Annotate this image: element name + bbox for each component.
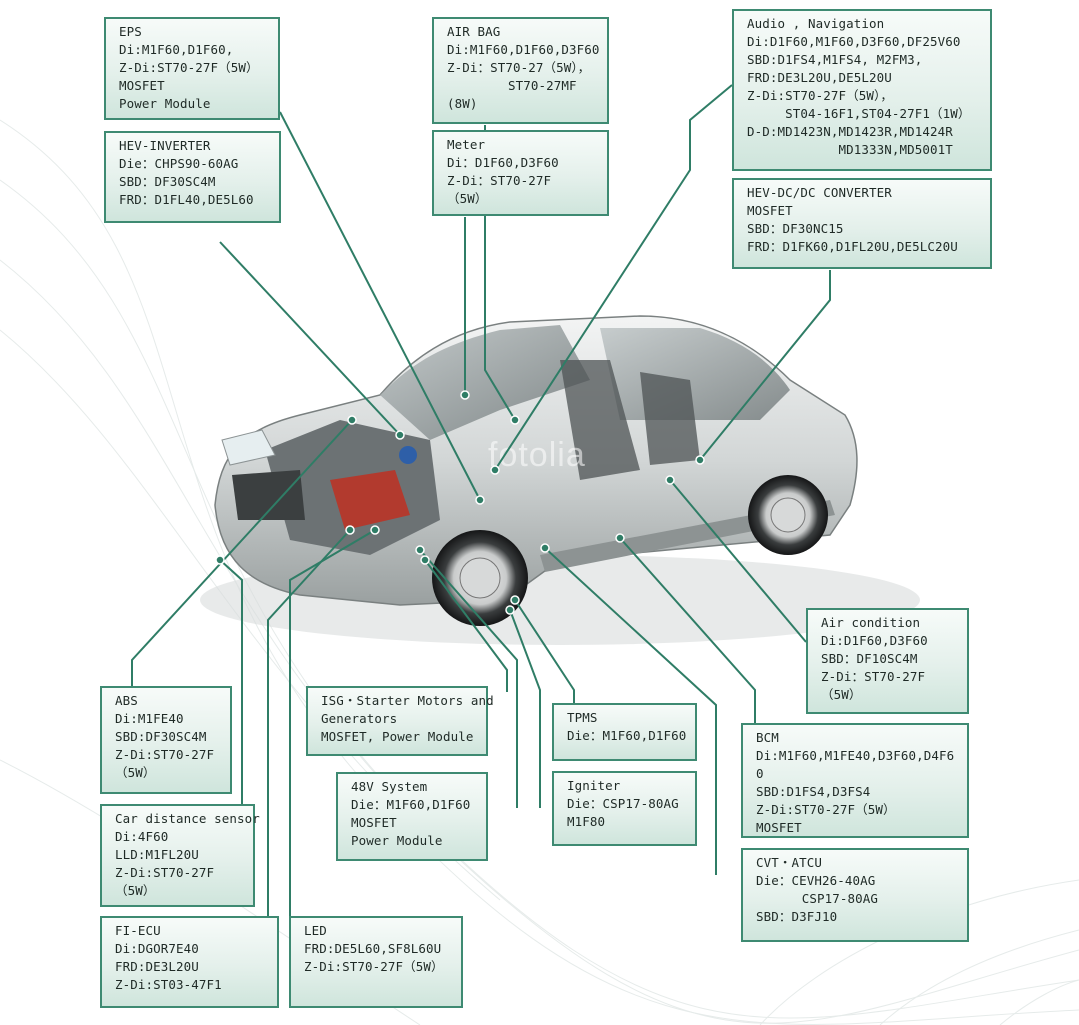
label-line: MOSFET — [756, 820, 802, 835]
label-line: HEV-INVERTER — [119, 138, 211, 153]
label-line: Z-Di:ST70-27F（5W） — [756, 802, 896, 817]
label-line: Di:M1FE40 — [115, 711, 184, 726]
label-line: Die：M1F60,D1F60 — [567, 728, 687, 743]
side-windows — [600, 328, 790, 420]
label-line: Z-Di：ST70-27（5W）， — [447, 60, 591, 75]
label-line: SBD:D1FS4,D3FS4 — [756, 784, 871, 799]
label-line: FRD：D1FK60,D1FL20U,DE5LC20U — [747, 239, 958, 254]
label-line: (8W) — [447, 96, 478, 111]
label-line: Die：CEVH26-40AG — [756, 873, 876, 888]
label-line: Di:M1F60,D1F60,D3F60 — [447, 42, 600, 57]
label-line: 48V System — [351, 779, 428, 794]
label-line: EPS — [119, 24, 142, 39]
label-line: Di:M1F60,D1F60, — [119, 42, 234, 57]
label-line: （5W） — [115, 765, 156, 780]
label-line: BCM — [756, 730, 779, 745]
label-line: ABS — [115, 693, 138, 708]
label-line: Power Module — [119, 96, 211, 111]
label-cvt-atcu: CVT・ATCU Die：CEVH26-40AG CSP17-80AG SBD：D3… — [741, 848, 969, 942]
label-line: Meter — [447, 137, 486, 152]
label-line: Di：D1F60,D3F60 — [447, 155, 559, 170]
label-line: Air condition — [821, 615, 921, 630]
label-line: Generators — [321, 711, 398, 726]
label-line: 0 — [756, 766, 764, 781]
label-line: LLD:M1FL20U — [115, 847, 199, 862]
label-line: Z-Di：ST70-27F — [821, 669, 926, 684]
watermark-text: fotolia — [488, 436, 586, 474]
label-line: HEV-DC/DC CONVERTER — [747, 185, 892, 200]
label-line: Power Module — [351, 833, 443, 848]
label-line: Di:4F60 — [115, 829, 169, 844]
label-line: FRD:DE5L60,SF8L60U — [304, 941, 442, 956]
label-line: MD1333N,MD5001T — [747, 142, 953, 157]
label-line: Z-Di:ST70-27F — [115, 865, 215, 880]
label-line: M1F80 — [567, 814, 606, 829]
label-line: Die：M1F60,D1F60 — [351, 797, 471, 812]
label-line: D-D:MD1423N,MD1423R,MD1424R — [747, 124, 953, 139]
label-line: CSP17-80AG — [756, 891, 879, 906]
label-line: LED — [304, 923, 327, 938]
label-line: MOSFET — [747, 203, 793, 218]
label-line: Igniter — [567, 778, 621, 793]
label-line: CVT・ATCU — [756, 855, 822, 870]
label-line: SBD:DF30SC4M — [115, 729, 207, 744]
label-line: Di:M1F60,M1FE40,D3F60,D4F6 — [756, 748, 955, 763]
label-line: SBD：DF30NC15 — [747, 221, 844, 236]
label-line: Z-Di:ST70-27F — [115, 747, 215, 762]
label-line: SBD：DF10SC4M — [821, 651, 918, 666]
label-line: SBD：DF30SC4M — [119, 174, 216, 189]
label-line: （5W） — [447, 191, 488, 206]
label-line: Z-Di:ST03-47F1 — [115, 977, 222, 992]
label-line: Die：CHPS90-60AG — [119, 156, 239, 171]
label-line: MOSFET — [351, 815, 397, 830]
label-line: （5W） — [115, 883, 156, 898]
label-line: Die：CSP17-80AG — [567, 796, 679, 811]
label-line: Z-Di:ST70-27F（5W） — [304, 959, 444, 974]
label-line: （5W） — [821, 687, 862, 702]
grille — [232, 470, 305, 520]
label-line: ST04-16F1,ST04-27F1（1W） — [747, 106, 971, 121]
label-line: ISG・Starter Motors and — [321, 693, 494, 708]
label-line: FRD:DE3L20U,DE5L20U — [747, 70, 892, 85]
label-line: SBD:D1FS4,M1FS4, M2FM3, — [747, 52, 923, 67]
label-led: LED FRD:DE5L60,SF8L60U Z-Di:ST70-27F（5W） — [289, 916, 463, 1008]
label-tpms: TPMS Die：M1F60,D1F60 — [552, 703, 697, 761]
label-line: MOSFET — [119, 78, 165, 93]
label-line: Di:D1F60,M1F60,D3F60,DF25V60 — [747, 34, 961, 49]
engine-blue-part — [399, 446, 417, 464]
label-line: Z-Di:ST70-27F（5W） — [119, 60, 259, 75]
label-line: MOSFET, Power Module — [321, 729, 474, 744]
label-line: ST70-27MF — [447, 78, 577, 93]
label-line: Audio , Navigation — [747, 16, 885, 31]
label-line: SBD：D3FJ10 — [756, 909, 838, 924]
label-line: Z-Di:ST70-27F（5W）， — [747, 88, 893, 103]
label-line: TPMS — [567, 710, 598, 725]
label-line: Car distance sensor — [115, 811, 260, 826]
label-line: FRD:DE3L20U — [115, 959, 199, 974]
label-eps: EPS Di:M1F60,D1F60, Z-Di:ST70-27F（5W） MOSFE… — [104, 17, 280, 120]
label-line: AIR BAG — [447, 24, 501, 39]
label-line: Di:D1F60,D3F60 — [821, 633, 928, 648]
label-line: Z-Di：ST70-27F — [447, 173, 552, 188]
label-line: FRD：D1FL40,DE5L60 — [119, 192, 254, 207]
label-hev-inverter: HEV-INVERTER Die：CHPS90-60AG SBD：DF30SC4M F… — [104, 131, 281, 223]
label-line: Di:DGOR7E40 — [115, 941, 199, 956]
label-line: FI-ECU — [115, 923, 161, 938]
